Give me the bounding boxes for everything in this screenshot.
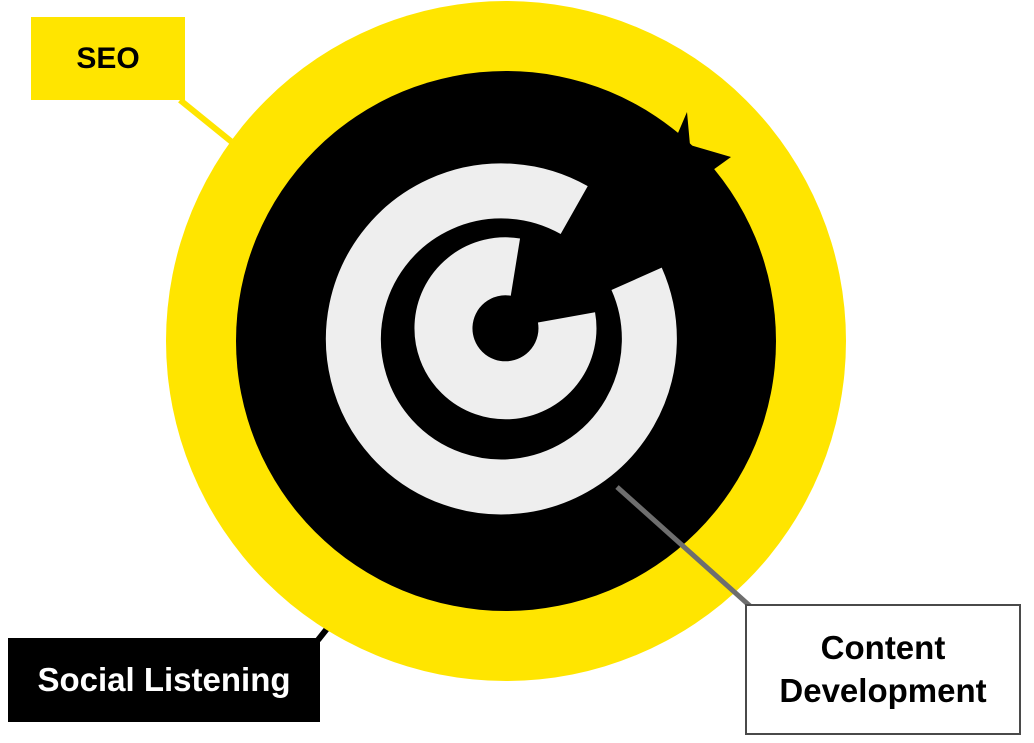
seo-label: SEO — [31, 17, 185, 100]
target-ring-middle — [414, 237, 597, 420]
seo-connector — [178, 97, 240, 150]
content-development-box-bg — [745, 604, 1021, 735]
arrow-fletching — [656, 112, 731, 202]
social-listening-box-bg — [8, 638, 320, 722]
content-development-text: Content Development — [779, 627, 986, 713]
content-development-label: Content Development — [745, 604, 1021, 735]
target-rings — [325, 163, 677, 515]
seo-box-bg — [31, 17, 185, 100]
seo-label-text: SEO — [76, 41, 140, 75]
content-development-connector — [615, 485, 752, 608]
arrow-shaft — [497, 149, 698, 340]
content-development-line2: Development — [779, 671, 987, 709]
target-ring-outer — [325, 163, 677, 515]
social-listening-label: Social Listening — [8, 638, 320, 722]
target-arrow-icon — [325, 112, 731, 515]
social-listening-label-text: Social Listening — [37, 661, 291, 698]
content-development-line1: Content — [820, 628, 946, 666]
